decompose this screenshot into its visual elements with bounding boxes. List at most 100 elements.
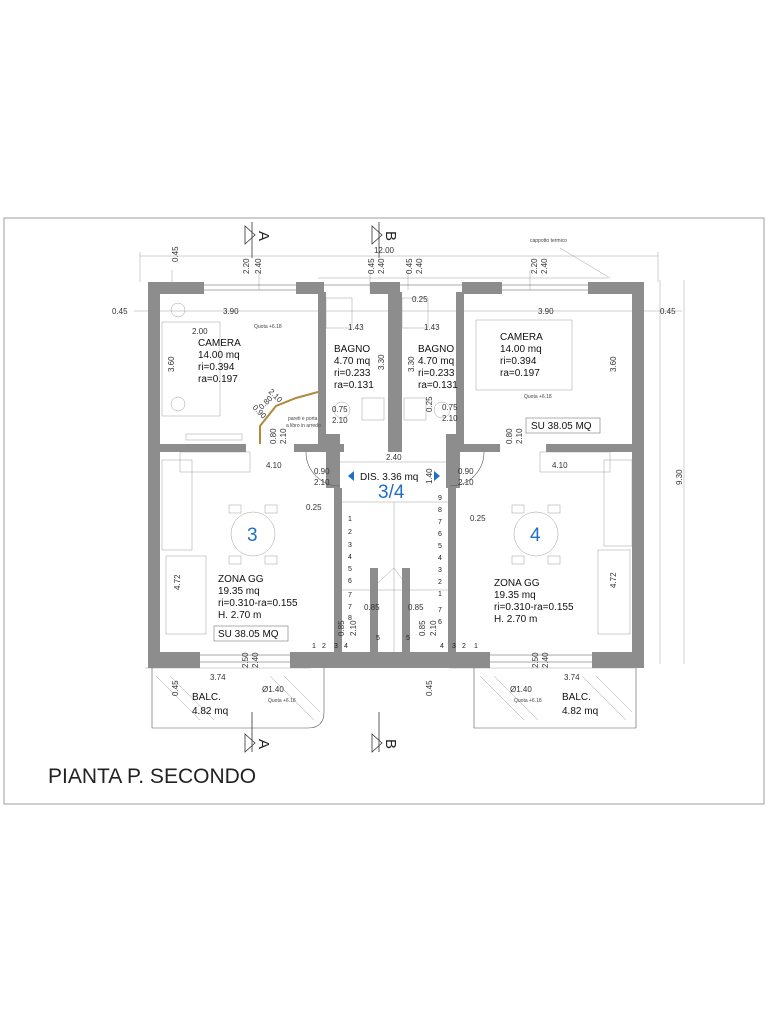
- room-name: BAGNO: [418, 344, 454, 355]
- dim-label: 3.60: [167, 356, 176, 372]
- dim-label: 3.74: [210, 673, 226, 682]
- dim-label: 0.85: [418, 620, 427, 636]
- unit-number-right: 4: [530, 525, 541, 546]
- stair-step: 5: [348, 566, 352, 573]
- dim-label: 0.45: [660, 307, 676, 316]
- su-box-right: SU 38.05 MQ: [525, 417, 601, 434]
- stair-step: 7: [348, 604, 352, 611]
- dim-label: 0.45: [171, 680, 180, 696]
- dim-label: 0.25: [306, 503, 322, 512]
- dim-label: 2.50: [531, 652, 540, 668]
- room-area: 4.82 mq: [192, 706, 228, 717]
- unit-number-left: 3: [247, 525, 258, 546]
- dim-label: 0.25: [470, 514, 486, 523]
- dim-label: 0.45: [405, 258, 414, 274]
- dim-label: 3.30: [377, 354, 386, 370]
- stair-step: 4: [438, 555, 442, 562]
- stair-step: 2: [348, 529, 352, 536]
- stair-step: 8: [348, 615, 352, 622]
- dim-label: 3.30: [407, 356, 416, 372]
- stair-step: 3: [348, 542, 352, 549]
- room-ra: ra=0.131: [418, 380, 458, 391]
- arrow-right-icon: [434, 471, 440, 481]
- room-area: 4.70 mq: [334, 356, 370, 367]
- stair-step: 3: [334, 643, 338, 650]
- furniture: [161, 297, 633, 635]
- stair-step: 2: [322, 643, 326, 650]
- dim-label: 2.10: [429, 620, 438, 636]
- dim-label: 4.72: [609, 572, 618, 588]
- section-mark-b-top: B: [371, 222, 399, 258]
- dining-table-right: [511, 504, 561, 565]
- room-name: BAGNO: [334, 344, 370, 355]
- room-ra: ra=0.197: [500, 368, 540, 379]
- stair-step: 6: [348, 578, 352, 585]
- folding-door: [259, 391, 319, 444]
- dim-label: 0.85: [408, 603, 424, 612]
- dim-label: 0.85: [364, 603, 380, 612]
- dim-label: 2.50: [241, 652, 250, 668]
- stair-step: 1: [348, 516, 352, 523]
- stair-step: 1: [312, 643, 316, 650]
- dim-label: 1.43: [348, 323, 364, 332]
- dim-label: 3.60: [609, 356, 618, 372]
- stair-step: 7: [438, 519, 442, 526]
- room-name: CAMERA: [198, 338, 241, 349]
- dim-label: 2.10: [314, 478, 330, 487]
- dim-label: 0.45: [367, 258, 376, 274]
- room-ra: ra=0.197: [198, 374, 238, 385]
- dim-label: 4.10: [552, 461, 568, 470]
- dim-label: 0.75: [332, 405, 348, 414]
- dim-label: 4.10: [266, 461, 282, 470]
- dim-label: 0.25: [412, 295, 428, 304]
- dim-label: 2.20: [242, 258, 251, 274]
- dim-label: 2.10: [458, 478, 474, 487]
- stair-steps-right: 9 8 7 6 5 4 3 2 1 7 6: [438, 495, 442, 626]
- dim-label: 2.10: [332, 416, 348, 425]
- dim-label: 4.72: [173, 574, 182, 590]
- dim-label: 3.90: [538, 307, 554, 316]
- dim-label: 2.10: [279, 428, 288, 444]
- dim-label: 0.45: [171, 246, 180, 262]
- dim-label: 0.85: [337, 620, 346, 636]
- stair-step: 4: [440, 643, 444, 650]
- section-mark-a-top: A: [244, 222, 272, 258]
- room-area: 4.70 mq: [418, 356, 454, 367]
- dim-total-width: 12.00: [374, 246, 395, 255]
- level-note: Quota +6.18: [254, 324, 282, 330]
- stair-step: 4: [344, 643, 348, 650]
- stair-step: 6: [438, 531, 442, 538]
- dim-label: 2.40: [540, 258, 549, 274]
- stair-steps-bottom-left: 1 2 3 4 5: [312, 635, 380, 650]
- window-lines: [200, 284, 592, 663]
- dim-label: 2.10: [349, 620, 358, 636]
- room-h: H. 2.70 m: [218, 610, 261, 621]
- su-box-left: SU 38.05 MQ: [213, 625, 289, 642]
- dim-label: 0.45: [112, 307, 128, 316]
- balcony-right: [473, 668, 637, 729]
- stair-step: 8: [438, 507, 442, 514]
- dining-table-left: [228, 504, 278, 565]
- dim-label: 2.20: [530, 258, 539, 274]
- dim-label: 0.90: [314, 467, 330, 476]
- dim-label: 0.75: [442, 403, 458, 412]
- section-letter: A: [255, 739, 272, 749]
- door-swings: [305, 451, 485, 487]
- arrow-left-icon: [348, 471, 354, 481]
- dim-label: 2.40: [377, 258, 386, 274]
- dim-label: 2.40: [541, 652, 550, 668]
- balcony-left: [151, 668, 325, 729]
- dim-label: 0.80: [269, 428, 278, 444]
- dim-label: 1.40: [425, 468, 434, 484]
- stair-step: 3: [438, 567, 442, 574]
- room-ri: ri=0.310-ra=0.155: [218, 598, 298, 609]
- dim-label: 0.80: [505, 428, 514, 444]
- note-cappotto: cappotto termico: [530, 238, 567, 244]
- room-area: 19.35 mq: [218, 586, 260, 597]
- dim-label: 0.45: [425, 680, 434, 696]
- dim-label: 3.90: [223, 307, 239, 316]
- level-note: Quota +6.18: [268, 698, 296, 704]
- stair-step: 5: [406, 635, 410, 642]
- stair: [342, 501, 448, 652]
